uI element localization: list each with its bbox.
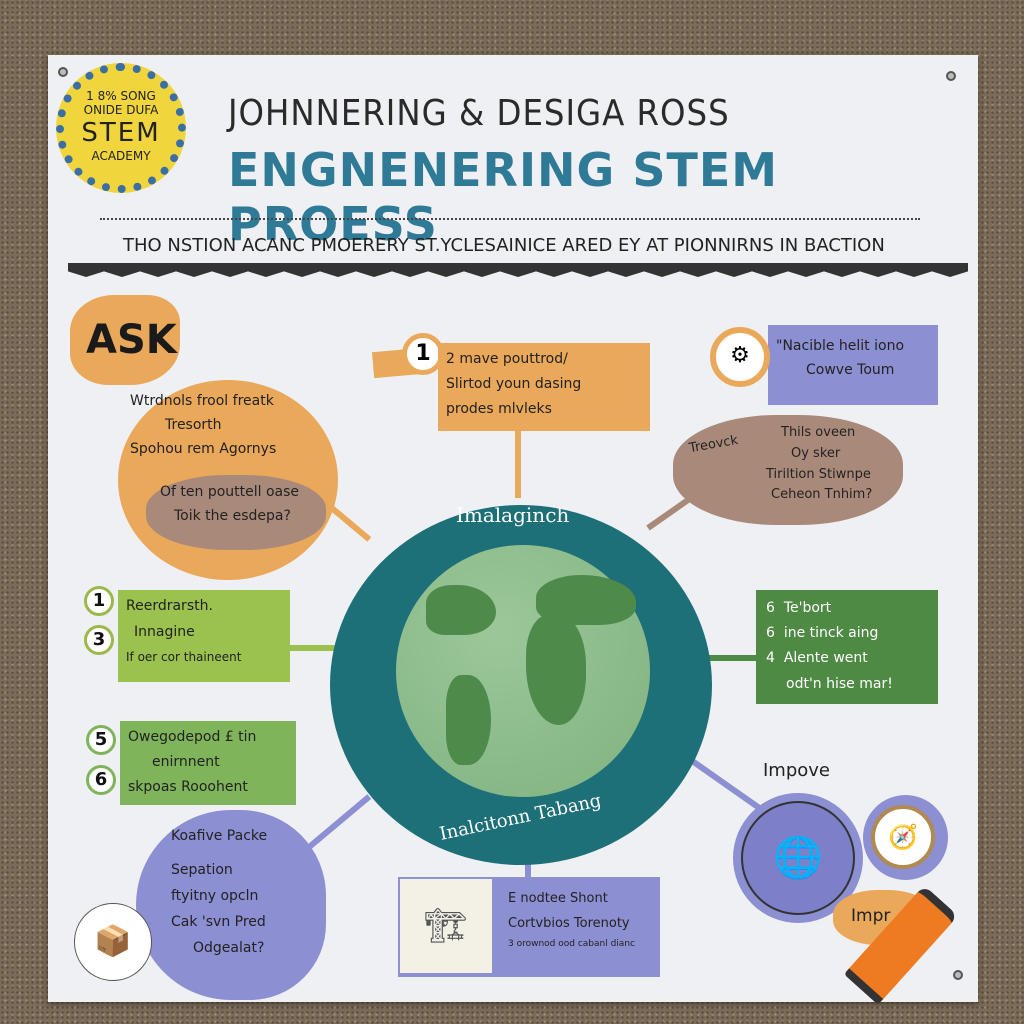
divider	[100, 218, 920, 220]
top-right-line: Cowve Toum	[806, 361, 895, 378]
box-line: Cortvbios Torenoty	[508, 915, 630, 931]
badge-text: 1 8% SONG	[86, 89, 156, 103]
box-line: enirnnent	[152, 754, 220, 771]
ask-patch	[70, 295, 180, 385]
left-green-box-2: Owegodepod £ tin enirnnent skpoas Rooohe…	[120, 721, 296, 805]
box-line: skpoas Rooohent	[128, 779, 248, 796]
ask-inner-line: Toik the esdepa?	[174, 507, 291, 524]
badge-text: STEM	[81, 117, 161, 148]
bottom-center-box: 🏗 E nodtee Shont Cortvbios Torenoty 3 or…	[398, 877, 660, 977]
pin	[946, 71, 956, 81]
step-number: 6	[766, 625, 775, 642]
bubble-line: ftyitny opcln	[171, 887, 259, 904]
bubble-line: Odgealat?	[193, 939, 265, 956]
poster: 1 8% SONG ONIDE DUFA STEM ACADEMY JOHNNE…	[48, 55, 978, 1005]
box-line: ine tinck aing	[783, 625, 879, 642]
connector	[708, 655, 758, 661]
badge-text: ONIDE DUFA	[83, 103, 159, 118]
bubble-line: Sepation	[171, 861, 233, 878]
box-line: Alente went	[783, 650, 868, 667]
top-right-box: "Nacible helit iono Cowve Toum	[768, 325, 938, 405]
ask-line: Wtrdnols frool freatk	[130, 393, 274, 409]
bottom-left-bubble: Koafive Packe Sepation ftyitny opcln Cak…	[136, 810, 326, 1000]
compass-icon: 🧭	[871, 805, 935, 869]
connector	[686, 755, 764, 813]
ask-line: Spohou rem Agornys	[130, 440, 277, 457]
left-green-box: Reerdrarsth. Innagine If oer cor thainee…	[118, 590, 290, 682]
badge-text: ACADEMY	[91, 148, 151, 163]
top-box-line: Slirtod youn dasing	[446, 376, 582, 393]
box-line: Owegodepod £ tin	[128, 729, 257, 745]
box-line: 3 orownod ood cabanl dianc	[508, 939, 635, 950]
ask-heading: ASK	[86, 317, 177, 363]
box-line: If oer cor thaineent	[126, 649, 242, 664]
tagline: THO NSTION ACANC PMOERERY ST.YCLESAINICE…	[123, 235, 885, 256]
step-number: 6	[766, 600, 775, 616]
zigzag-border	[68, 263, 968, 277]
bubble-line: Cak 'svn Pred	[171, 913, 266, 930]
box-line: Reerdrarsth.	[126, 598, 213, 614]
box-icon: 📦	[74, 903, 152, 981]
stem-academy-badge: 1 8% SONG ONIDE DUFA STEM ACADEMY	[56, 63, 186, 193]
bubble-line: Koafive Packe	[171, 828, 268, 844]
box-line: Innagine	[134, 623, 195, 640]
prototype-icon: 🏗	[400, 879, 492, 973]
top-box: 2 mave pouttrod/ Slirtod youn dasing pro…	[438, 343, 650, 431]
step-number: 6	[86, 765, 116, 795]
step-number: 4	[766, 650, 775, 667]
pin	[953, 970, 963, 980]
ask-inner-bubble: Of ten pouttell oase Toik the esdepa?	[146, 475, 326, 550]
globe-icon	[396, 545, 650, 797]
connector	[288, 645, 338, 651]
tools-icon: ⚙	[710, 327, 770, 387]
step-number: 3	[84, 625, 114, 655]
bubble-line: Tiriltion Stiwnpe	[766, 466, 871, 482]
top-box-line: prodes mlvleks	[446, 401, 552, 418]
box-line: E nodtee Shont	[508, 891, 608, 906]
bubble-line: Thils oveen	[781, 425, 856, 440]
ask-line: Tresorth	[165, 416, 222, 433]
center-top-label: Imalaginch	[456, 503, 570, 527]
top-right-line: "Nacible helit iono	[776, 338, 905, 354]
box-line: Te'bort	[783, 600, 832, 616]
step-number: 1	[84, 586, 114, 616]
pin	[58, 67, 68, 77]
ask-inner-line: Of ten pouttell oase	[160, 484, 300, 500]
top-right-bubble: Treovck Thils oveen Oy sker Tiriltion St…	[673, 415, 903, 525]
right-green-box: 6 Te'bort 6 ine tinck aing 4 Alente went…	[756, 590, 938, 704]
bottom-center-text: E nodtee Shont Cortvbios Torenoty 3 orow…	[508, 887, 635, 953]
improve-bubble-2: 🧭	[863, 795, 948, 880]
improve-heading: Impove	[763, 760, 831, 781]
poster-subtitle: ENGNENERING STEM PROESS	[228, 143, 779, 251]
poster-title: JOHNNERING & DESIGA ROSS	[228, 93, 730, 134]
step-number: 5	[86, 725, 116, 755]
box-line: odt'n hise mar!	[786, 675, 893, 692]
bubble-line: Oy sker	[791, 445, 841, 461]
top-box-line: 2 mave pouttrod/	[446, 351, 568, 367]
bubble-line: Ceheon Tnhim?	[771, 487, 873, 503]
globe-network-icon: 🌐	[741, 801, 855, 915]
ask-bubble: Wtrdnols frool freatk Tresorth Spohou re…	[118, 380, 338, 580]
